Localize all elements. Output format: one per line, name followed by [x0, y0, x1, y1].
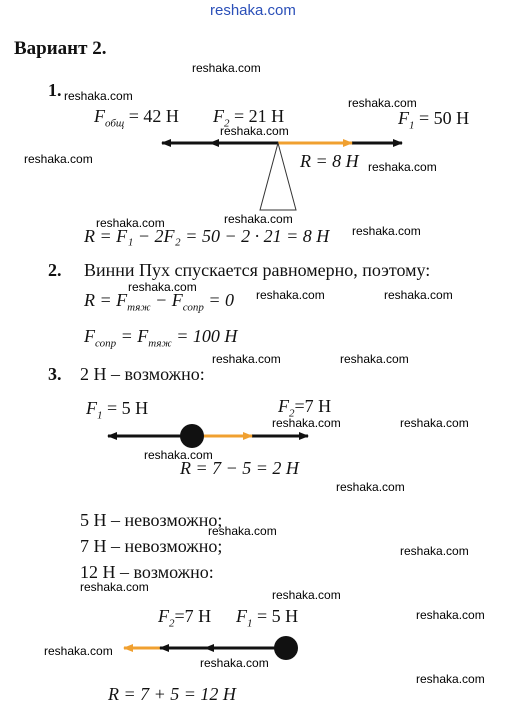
watermark: reshaka.com — [416, 672, 485, 686]
d2-body — [274, 636, 298, 660]
watermark: reshaka.com — [256, 288, 325, 302]
problem3-case3: 7 Н – невозможно; — [80, 536, 223, 556]
watermark: reshaka.com — [272, 588, 341, 602]
problem3-case2: 5 Н – невозможно; — [80, 510, 223, 530]
problem1-diagram — [161, 139, 403, 211]
resultant-label: R = 8 Н — [300, 151, 359, 171]
watermark: reshaka.com — [384, 288, 453, 302]
watermark: reshaka.com — [128, 280, 197, 294]
watermark: reshaka.com — [348, 96, 417, 110]
watermark: reshaka.com — [416, 608, 485, 622]
watermark: reshaka.com — [144, 448, 213, 462]
d1-result: R = 7 − 5 = 2 Н — [180, 458, 299, 478]
watermark: reshaka.com — [352, 224, 421, 238]
problem2-eq1: R = Fтяж − Fсопр = 0 — [84, 290, 234, 314]
watermark: reshaka.com — [400, 544, 469, 558]
watermark: reshaka.com — [340, 352, 409, 366]
d2-f2-label: F2=7 Н — [158, 606, 212, 630]
d2-f1-label: F1 = 5 Н — [236, 606, 299, 630]
watermark: reshaka.com — [212, 352, 281, 366]
watermark: reshaka.com — [400, 416, 469, 430]
problem1-formula: R = F₁ − 2F₂ = 50 − 2 · 21 = 8 Н — [84, 226, 330, 246]
d1-f1-label: F1 = 5 Н — [86, 398, 149, 422]
problem3-number: 3. — [48, 364, 62, 384]
watermark: reshaka.com — [272, 416, 341, 430]
watermark: reshaka.com — [208, 524, 277, 538]
watermark: reshaka.com — [80, 580, 149, 594]
force-total-label: Fобщ = 42 Н — [94, 106, 179, 130]
d1-f2-label: F2=7 Н — [278, 396, 332, 420]
watermark: reshaka.com — [220, 124, 289, 138]
watermark: reshaka.com — [192, 61, 261, 75]
d1-body — [180, 424, 204, 448]
d2-result: R = 7 + 5 = 12 Н — [108, 684, 236, 704]
watermark: reshaka.com — [336, 480, 405, 494]
problem3-diagram1 — [107, 424, 309, 448]
force2-label: F2 = 21 Н — [213, 106, 285, 130]
watermark: reshaka.com — [224, 212, 293, 226]
watermark: reshaka.com — [368, 160, 437, 174]
watermark: reshaka.com — [64, 89, 133, 103]
watermark: reshaka.com — [24, 152, 93, 166]
problem1-number: 1. — [48, 80, 62, 100]
problem3-case1: 2 Н – возможно: — [80, 364, 205, 384]
watermark: reshaka.com — [200, 656, 269, 670]
watermark: reshaka.com — [44, 644, 113, 658]
top-watermark: reshaka.com — [210, 2, 296, 19]
problem2-statement: Винни Пух спускается равномерно, поэтому… — [84, 260, 431, 280]
watermark: reshaka.com — [96, 216, 165, 230]
force1-label: F1 = 50 Н — [398, 108, 470, 132]
fulcrum-triangle — [259, 141, 297, 211]
page-title: Вариант 2. — [14, 38, 107, 59]
problem2-number: 2. — [48, 260, 62, 280]
problem3-diagram2 — [123, 636, 298, 660]
problem2-eq2: Fсопр = Fтяж = 100 Н — [84, 326, 238, 350]
problem3-case4: 12 Н – возможно: — [80, 562, 214, 582]
